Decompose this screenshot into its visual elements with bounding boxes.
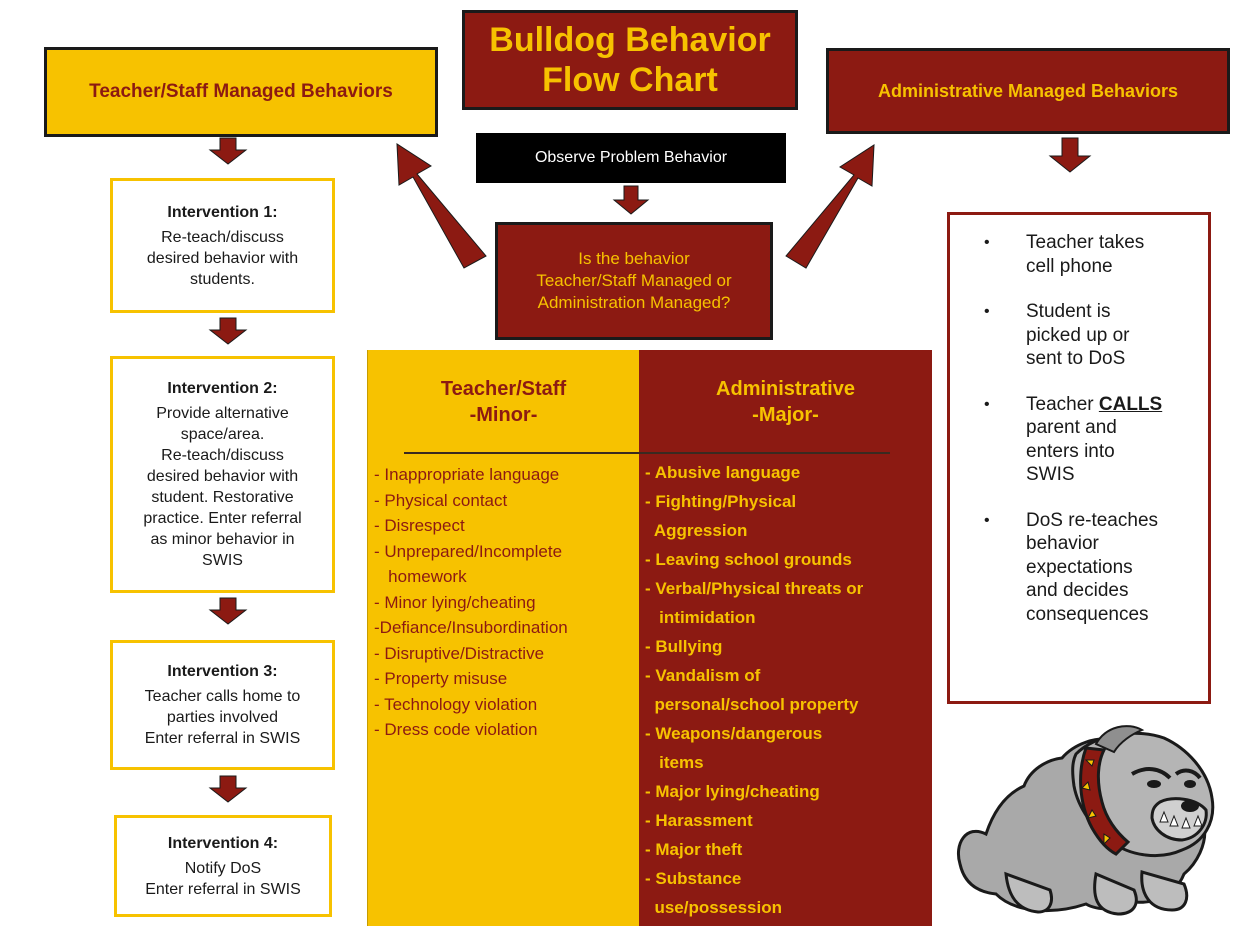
list-item: - Fighting/Physical (645, 492, 797, 511)
admin-managed-header: Administrative Managed Behaviors (826, 48, 1230, 134)
intervention-1-heading: Intervention 1: (167, 203, 278, 221)
teacher-managed-header-label: Teacher/Staff Managed Behaviors (89, 81, 393, 102)
bullet-icon: • (984, 303, 990, 320)
list-item: - Vandalism of (645, 666, 761, 685)
admin-action-1: Teacher takes cell phone (1026, 232, 1145, 277)
down-arrow-teacher-header (208, 137, 248, 165)
admin-action-2: Student is picked up or sent to DoS (1026, 301, 1130, 369)
admin-actions-box: • Teacher takes cell phone • Student is … (947, 212, 1211, 704)
list-item: - Major lying/cheating (645, 782, 820, 801)
question-line-3: Administration Managed? (537, 293, 731, 312)
list-item: - Unprepared/Incomplete (374, 541, 563, 561)
minor-heading-line2: -Minor- (469, 404, 538, 426)
question-line-2: Teacher/Staff Managed or (536, 271, 732, 290)
list-item: - Harassment (645, 811, 753, 830)
list-item: • Student is picked up or sent to DoS (950, 300, 1190, 371)
major-behaviors-column: Administrative -Major- - Abusive languag… (639, 350, 932, 926)
list-item: - Inappropriate language (374, 465, 560, 484)
intervention-2-body: Provide alternative space/area. Re-teach… (143, 405, 302, 569)
list-item: - Disruptive/Distractive (374, 643, 545, 663)
list-item: - Verbal/Physical threats or (645, 579, 864, 598)
chart-title: Bulldog Behavior Flow Chart (462, 10, 798, 110)
down-arrow-admin-header (1048, 137, 1092, 173)
down-arrow-intervention-2-3 (208, 597, 248, 625)
intervention-4-body: Notify DoS Enter referral in SWIS (145, 859, 301, 898)
list-item: items (645, 753, 704, 772)
admin-action-3: Teacher CALLS parent and enters into SWI… (1026, 394, 1162, 486)
intervention-2-heading: Intervention 2: (167, 380, 278, 397)
minor-behaviors-list: - Inappropriate language - Physical cont… (374, 462, 636, 743)
diagonal-arrow-to-teacher (396, 143, 487, 269)
list-item: - Minor lying/cheating (374, 592, 536, 612)
admin-managed-header-label: Administrative Managed Behaviors (877, 80, 1179, 101)
diagonal-arrow-to-admin (785, 144, 875, 269)
list-item: - Disrespect (374, 516, 465, 535)
intervention-3-heading: Intervention 3: (167, 663, 278, 680)
list-item: - Abusive language (645, 463, 801, 482)
admin-action-3-calls: CALLS (1098, 393, 1163, 415)
observe-behavior-label: Observe Problem Behavior (534, 149, 728, 166)
minor-column-heading: Teacher/Staff -Minor- (368, 376, 639, 428)
list-item: - Substance (645, 869, 742, 888)
list-item: - Technology violation (374, 694, 538, 714)
list-item: - Weapons/dangerous (645, 724, 823, 743)
admin-action-3-pre: Teacher (1026, 393, 1099, 415)
major-column-heading: Administrative -Major- (639, 376, 932, 428)
down-arrow-observe-to-question (612, 185, 650, 215)
list-item: - Property misuse (374, 669, 508, 688)
list-item: - Leaving school grounds (645, 550, 852, 569)
table-divider-rule (404, 452, 890, 454)
observe-behavior-box: Observe Problem Behavior (476, 133, 786, 183)
intervention-3-body: Teacher calls home to parties involved E… (144, 688, 301, 747)
list-item: Aggression (645, 521, 748, 540)
intervention-2-box: Intervention 2: Provide alternative spac… (110, 356, 335, 593)
minor-behaviors-column: Teacher/Staff -Minor- - Inappropriate la… (367, 350, 639, 926)
decision-question-box: Is the behavior Teacher/Staff Managed or… (495, 222, 773, 340)
list-item: - Dress code violation (374, 720, 538, 739)
list-item: use/possession (645, 898, 782, 917)
teacher-managed-header: Teacher/Staff Managed Behaviors (44, 47, 438, 137)
list-item: intimidation (645, 608, 756, 627)
list-item: personal/school property (645, 695, 859, 714)
list-item: - Bullying (645, 637, 723, 656)
list-item: • DoS re-teaches behavior expectations a… (950, 509, 1190, 627)
intervention-4-box: Intervention 4: Notify DoS Enter referra… (114, 815, 332, 917)
major-heading-line2: -Major- (752, 404, 819, 426)
list-item: homework (374, 567, 467, 586)
list-item: - Physical contact (374, 490, 508, 510)
bullet-icon: • (984, 395, 990, 413)
list-item: • Teacher CALLS parent and enters into S… (950, 393, 1190, 487)
bullet-icon: • (984, 234, 990, 251)
intervention-4-heading: Intervention 4: (167, 834, 279, 852)
minor-heading-line1: Teacher/Staff (440, 378, 567, 400)
major-behaviors-list: - Abusive language - Fighting/Physical A… (645, 458, 927, 922)
bulldog-mascot-icon (957, 725, 1215, 916)
admin-action-4: DoS re-teaches behavior expectations and… (1026, 509, 1159, 625)
bullet-icon: • (984, 511, 990, 529)
intervention-1-box: Intervention 1: Re-teach/discuss desired… (110, 178, 335, 313)
admin-actions-list: • Teacher takes cell phone • Student is … (950, 231, 1190, 648)
question-line-1: Is the behavior (578, 249, 690, 268)
list-item: • Teacher takes cell phone (950, 231, 1190, 278)
chart-title-line1: Bulldog Behavior (489, 21, 771, 59)
intervention-3-box: Intervention 3: Teacher calls home to pa… (110, 640, 335, 770)
list-item: - Major theft (645, 840, 743, 859)
down-arrow-intervention-3-4 (208, 775, 248, 803)
chart-title-line2: Flow Chart (542, 61, 718, 99)
down-arrow-intervention-1-2 (208, 317, 248, 345)
intervention-1-body: Re-teach/discuss desired behavior with s… (146, 228, 299, 288)
admin-action-3-post: parent and enters into SWIS (1026, 417, 1117, 485)
major-heading-line1: Administrative (716, 378, 855, 400)
list-item: -Defiance/Insubordination (374, 618, 568, 637)
